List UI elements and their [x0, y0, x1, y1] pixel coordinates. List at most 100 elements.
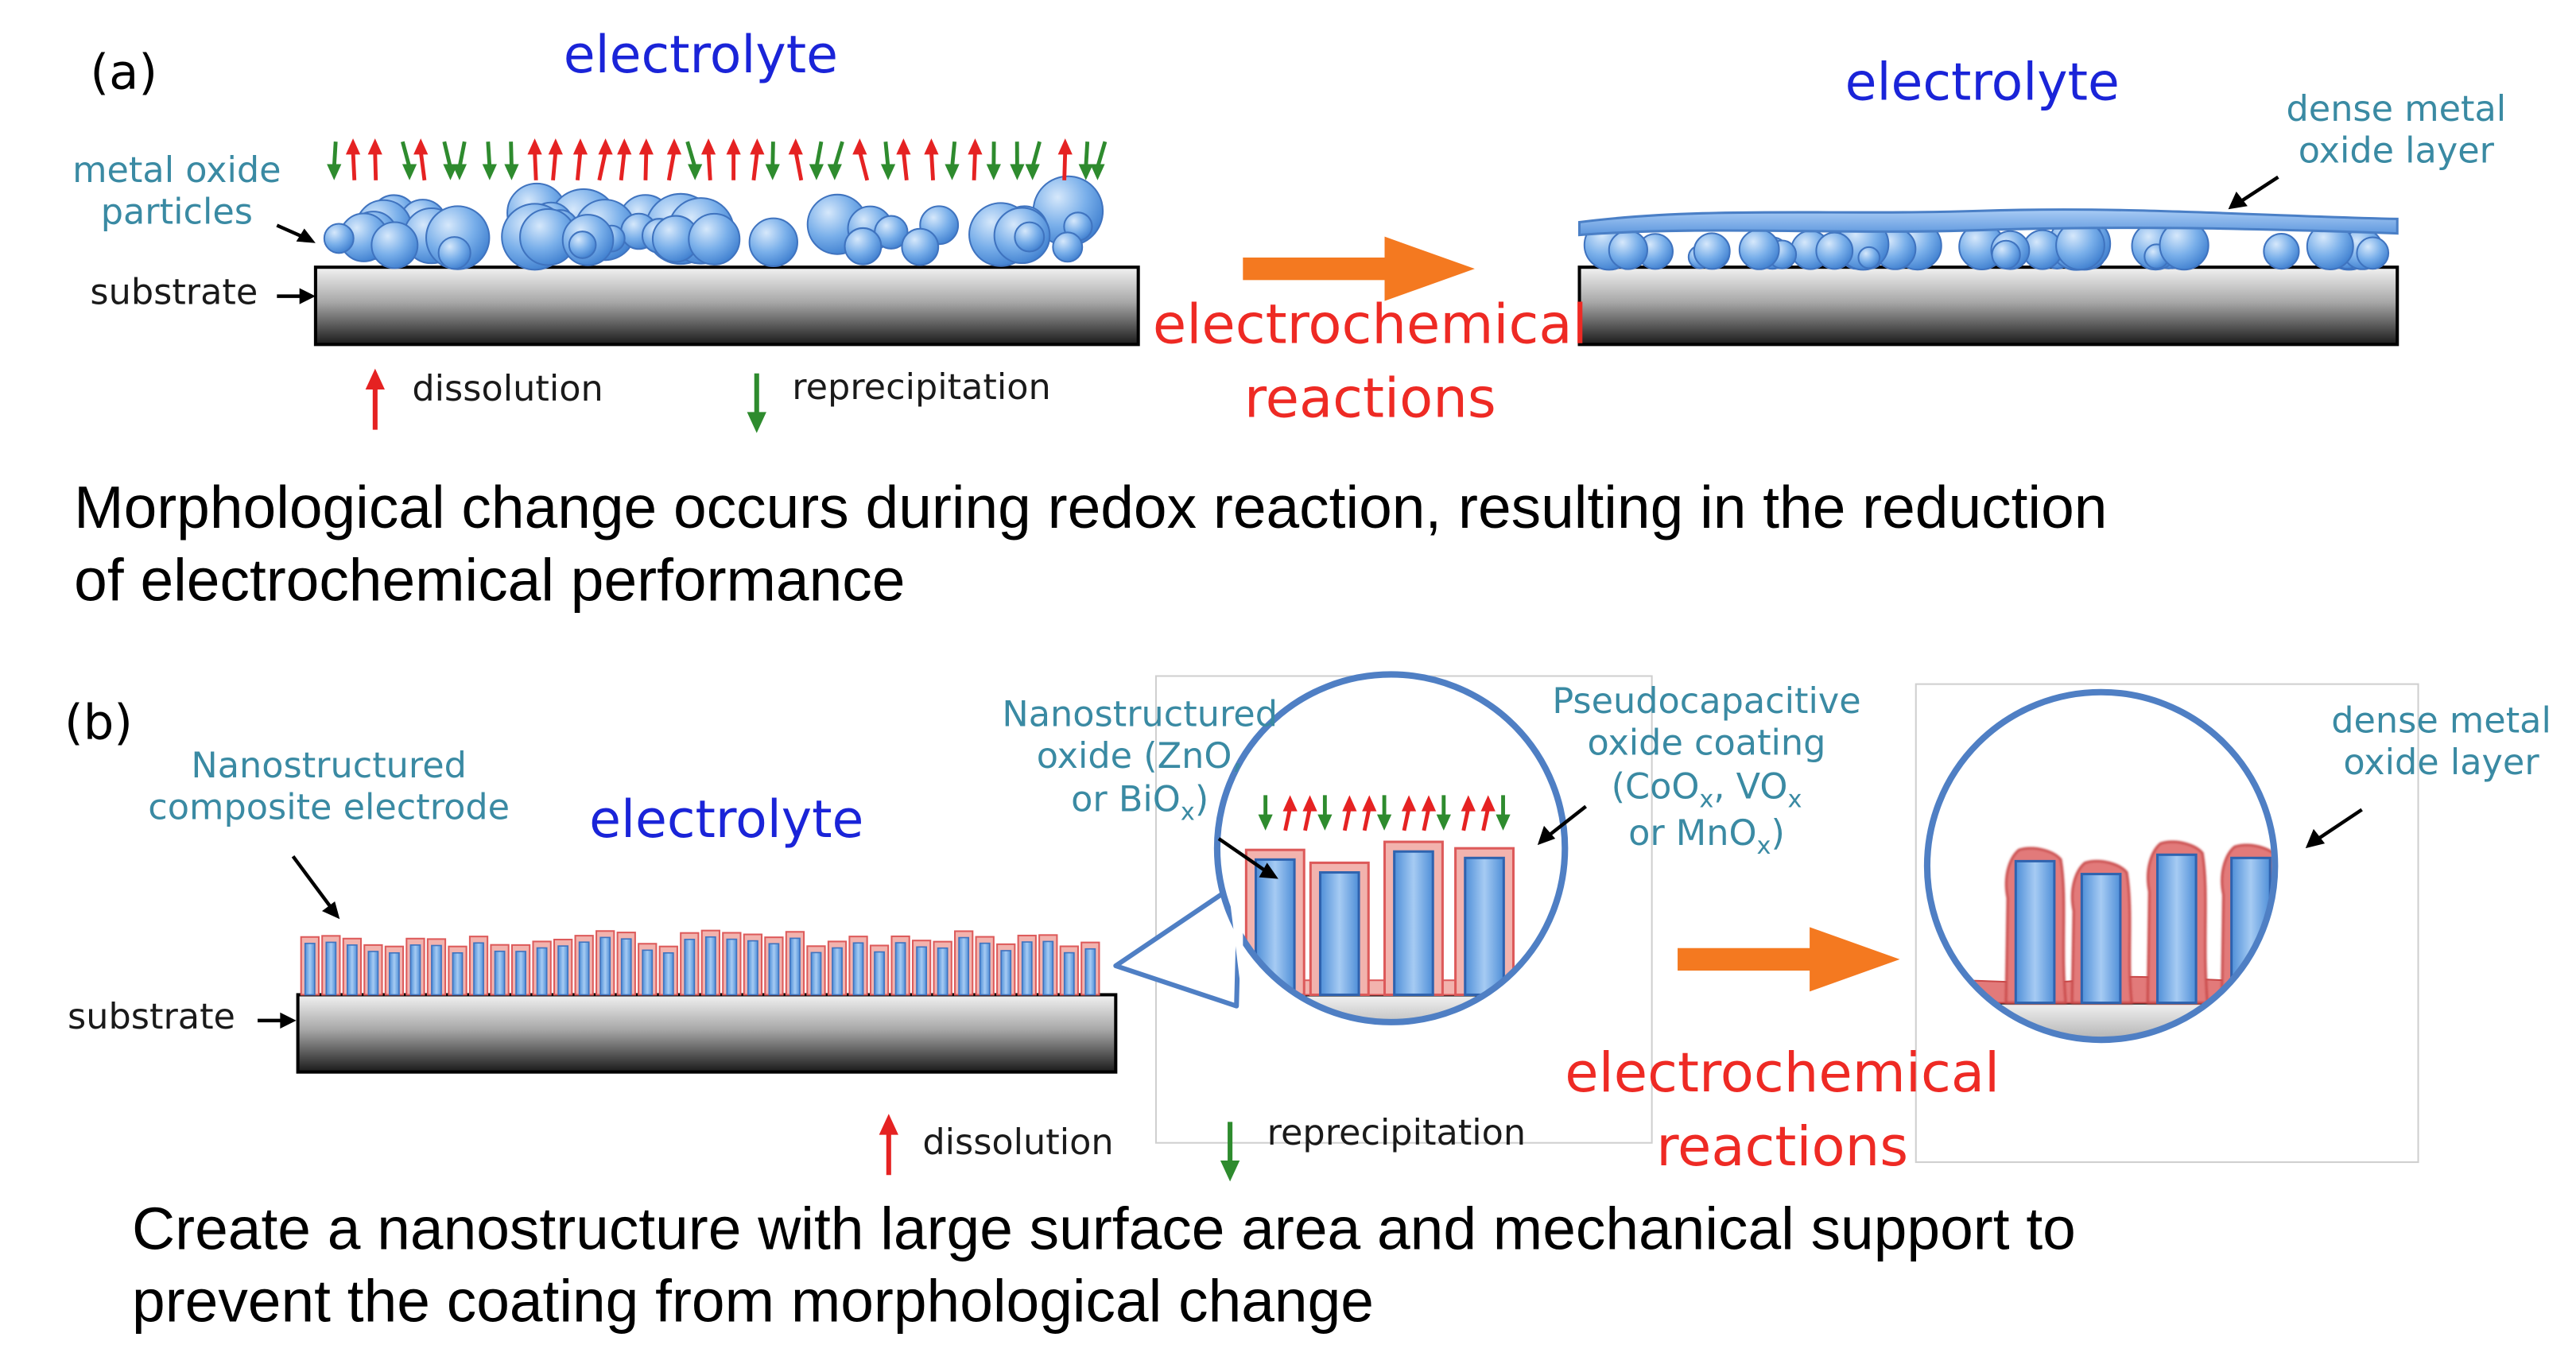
composite-pillar: [764, 936, 784, 996]
composite-pillar: [448, 945, 467, 996]
panel-a-reaction-label: electrochemical reactions: [1152, 293, 1588, 432]
particle: [1052, 231, 1084, 263]
dissolution-arrow: [367, 138, 382, 180]
dissolution-arrow: [345, 138, 361, 180]
particle: [901, 227, 940, 266]
composite-pillar: [700, 929, 720, 996]
dissolution-arrow: [1057, 138, 1073, 180]
panel-a-legend-reprecipitation: reprecipitation: [792, 368, 1051, 409]
zoom-coated-pillar: [1454, 847, 1515, 996]
particle: [1693, 232, 1731, 270]
dissolution-arrow: [1461, 795, 1476, 831]
zoom-arrows-1: [1258, 795, 1511, 831]
reprecipitation-arrow: [452, 141, 467, 180]
panel-a-caption: Morphological change occurs during redox…: [74, 475, 2108, 614]
panel-b-dense-layer-label: dense metal oxide layer: [2331, 701, 2551, 785]
composite-pillar: [1017, 934, 1037, 996]
composite-pillar: [848, 936, 868, 996]
dissolution-arrow: [896, 138, 911, 181]
composite-pillar: [321, 935, 341, 996]
reprecipitation-arrow: [1436, 795, 1451, 831]
reprecipitation-arrow: [765, 141, 780, 180]
metal-oxide-particles: [323, 175, 1104, 271]
particle: [1857, 246, 1881, 269]
dissolution-arrow: [572, 138, 588, 181]
particle: [437, 236, 471, 270]
oxide-pointer-arrow: [1217, 837, 1278, 879]
reprecipitation-arrow: [1496, 795, 1511, 831]
dissolution-arrow: [1342, 795, 1357, 831]
dissolution-arrow: [666, 138, 682, 181]
pseudocapacitive-coating-label: Pseudocapacitive oxide coating (CoOx, VO…: [1552, 682, 1861, 861]
composite-pillar: [911, 940, 932, 996]
composite-pillar: [426, 938, 447, 996]
zoom-dense-pillar: [2004, 847, 2067, 1005]
composite-pillar: [1080, 941, 1100, 996]
dissolution-arrow: [527, 138, 542, 180]
composite-electrode-label: Nanostructured composite electrode: [148, 746, 510, 830]
panel-b-substrate-label: substrate: [68, 998, 235, 1039]
dissolution-arrow: [924, 138, 939, 180]
process-arrow-b: [1678, 927, 1900, 992]
panel-a-after-substrate: [1577, 265, 2399, 347]
panel-a-substrate: [313, 265, 1140, 347]
panel-a-substrate-label: substrate: [90, 273, 258, 314]
nanostructured-composite-pillars: [300, 929, 1100, 996]
reprecipitation-arrow: [827, 141, 844, 180]
panel-b-electrolyte-label: electrolyte: [589, 789, 864, 851]
composite-pillar: [996, 943, 1016, 996]
reprecipitation-arrow: [1258, 795, 1273, 831]
dissolution-arrow: [638, 138, 654, 180]
particle: [2263, 233, 2300, 270]
particle: [1815, 231, 1854, 270]
zoom-coated-pillar: [1309, 861, 1370, 996]
composite-pillar: [658, 945, 678, 996]
reprecipitation-arrow: [442, 141, 458, 180]
particle: [1991, 239, 2021, 269]
panel-a-electrolyte-label: electrolyte: [563, 24, 839, 86]
composite-pillar: [405, 937, 425, 996]
dissolution-arrow: [700, 138, 716, 180]
composite-pillar: [596, 930, 615, 996]
dissolution-arrow: [1421, 795, 1437, 831]
dissolution-arrow: [968, 138, 983, 180]
particle: [323, 223, 355, 254]
zoom-frame-2: [1915, 683, 2419, 1164]
panel-b-legend-reprecipitation: reprecipitation: [1267, 1114, 1527, 1154]
dissolution-arrow: [617, 138, 632, 181]
legend-reprecipitation-arrow-b: [1220, 1122, 1240, 1182]
composite-pillar: [363, 944, 383, 996]
dense-layer-pointer-arrow: [2228, 175, 2279, 210]
reprecipitation-arrow: [1078, 141, 1093, 180]
composite-pillar: [384, 945, 405, 996]
composite-pillar: [933, 940, 952, 996]
dissolution-arrow: [413, 138, 429, 181]
panel-a-tag: (a): [90, 45, 158, 102]
composite-pillar: [510, 944, 531, 996]
dissolution-arrow: [852, 138, 870, 181]
dissolution-arrow: [750, 138, 765, 181]
composite-pillar: [1059, 945, 1079, 996]
dense-metal-oxide-layer: [1578, 208, 2399, 237]
legend-dissolution-arrow-a: [365, 368, 385, 430]
dissolution-reprecipitation-arrows: [327, 138, 1108, 181]
dissolution-arrow: [1401, 795, 1417, 831]
particle: [1608, 230, 1648, 270]
composite-pillar: [869, 944, 890, 996]
dissolution-arrow: [1302, 795, 1317, 831]
legend-reprecipitation-arrow-a: [747, 373, 766, 433]
substrate-pointer-arrow: [277, 288, 316, 304]
composite-pillar: [890, 935, 910, 996]
composite-pillar: [722, 932, 742, 996]
composite-pillar: [532, 940, 552, 996]
composite-pillar: [300, 936, 320, 996]
composite-pillar: [616, 932, 636, 996]
reprecipitation-arrow: [986, 141, 1001, 180]
composite-pillar: [342, 937, 363, 996]
zoom-dense-pillar: [2070, 859, 2133, 1005]
panel-b-tag: (b): [64, 695, 133, 752]
reprecipitation-arrow: [1010, 141, 1025, 180]
particles-pointer-arrow: [276, 223, 316, 243]
panel-a-dense-layer-label: dense metal oxide layer: [2286, 90, 2507, 173]
composite-pillar: [490, 944, 510, 996]
